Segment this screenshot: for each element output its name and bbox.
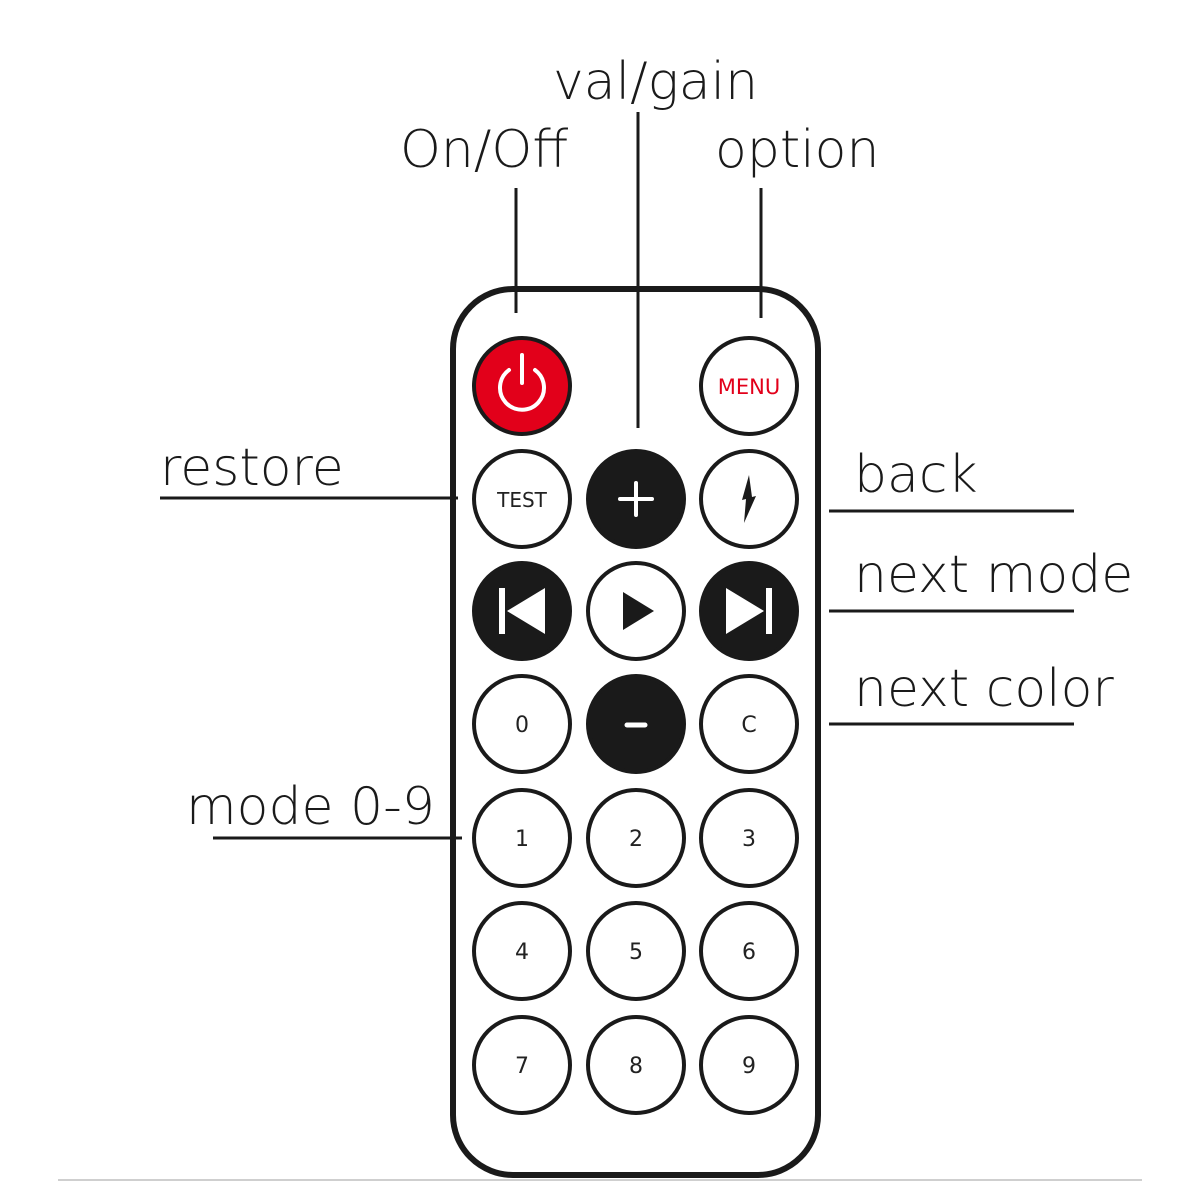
skip-previous-icon xyxy=(499,588,545,634)
plus-icon xyxy=(618,481,654,517)
menu-button-label: MENU xyxy=(718,375,780,399)
number-button-4-label: 4 xyxy=(515,940,529,965)
val-gain-label: val/gain xyxy=(553,52,758,112)
test-button-label: TEST xyxy=(496,488,548,512)
back-label: back xyxy=(854,445,978,505)
zero-button-label: 0 xyxy=(515,713,529,738)
back-button[interactable] xyxy=(699,449,799,549)
number-button-5-label: 5 xyxy=(629,940,643,965)
power-icon xyxy=(498,353,546,412)
c-button[interactable]: C xyxy=(699,674,799,774)
number-button-7[interactable]: 7 xyxy=(472,1015,572,1115)
number-button-7-label: 7 xyxy=(515,1054,529,1079)
zero-button[interactable]: 0 xyxy=(472,674,572,774)
next-color-label: next color xyxy=(854,659,1114,719)
number-button-2[interactable]: 2 xyxy=(586,788,686,888)
number-button-1-label: 1 xyxy=(515,827,529,852)
restore-label: restore xyxy=(160,438,344,498)
option-label: option xyxy=(715,120,879,180)
plus-button[interactable] xyxy=(586,449,686,549)
power-button[interactable] xyxy=(472,336,572,436)
minus-button[interactable] xyxy=(586,674,686,774)
number-button-1[interactable]: 1 xyxy=(472,788,572,888)
play-button[interactable] xyxy=(586,561,686,661)
number-button-8[interactable]: 8 xyxy=(586,1015,686,1115)
test-button[interactable]: TEST xyxy=(472,449,572,549)
previous-button[interactable] xyxy=(472,561,572,661)
skip-next-icon xyxy=(726,588,772,634)
number-button-9-label: 9 xyxy=(742,1054,756,1079)
number-button-3[interactable]: 3 xyxy=(699,788,799,888)
number-button-2-label: 2 xyxy=(629,827,643,852)
back-arrow-icon xyxy=(742,475,756,523)
number-button-5[interactable]: 5 xyxy=(586,901,686,1001)
number-button-6-label: 6 xyxy=(742,940,756,965)
number-button-8-label: 8 xyxy=(629,1054,643,1079)
c-button-label: C xyxy=(741,713,756,738)
callout-lines xyxy=(160,112,1074,840)
next-mode-label: next mode xyxy=(854,545,1133,605)
next-button[interactable] xyxy=(699,561,799,661)
mode-0-9-label: mode 0-9 xyxy=(186,777,435,837)
number-button-6[interactable]: 6 xyxy=(699,901,799,1001)
play-icon xyxy=(623,592,654,630)
on-off-label: On/Off xyxy=(400,120,568,180)
number-button-4[interactable]: 4 xyxy=(472,901,572,1001)
menu-button[interactable]: MENU xyxy=(699,336,799,436)
number-button-3-label: 3 xyxy=(742,827,756,852)
number-button-9[interactable]: 9 xyxy=(699,1015,799,1115)
